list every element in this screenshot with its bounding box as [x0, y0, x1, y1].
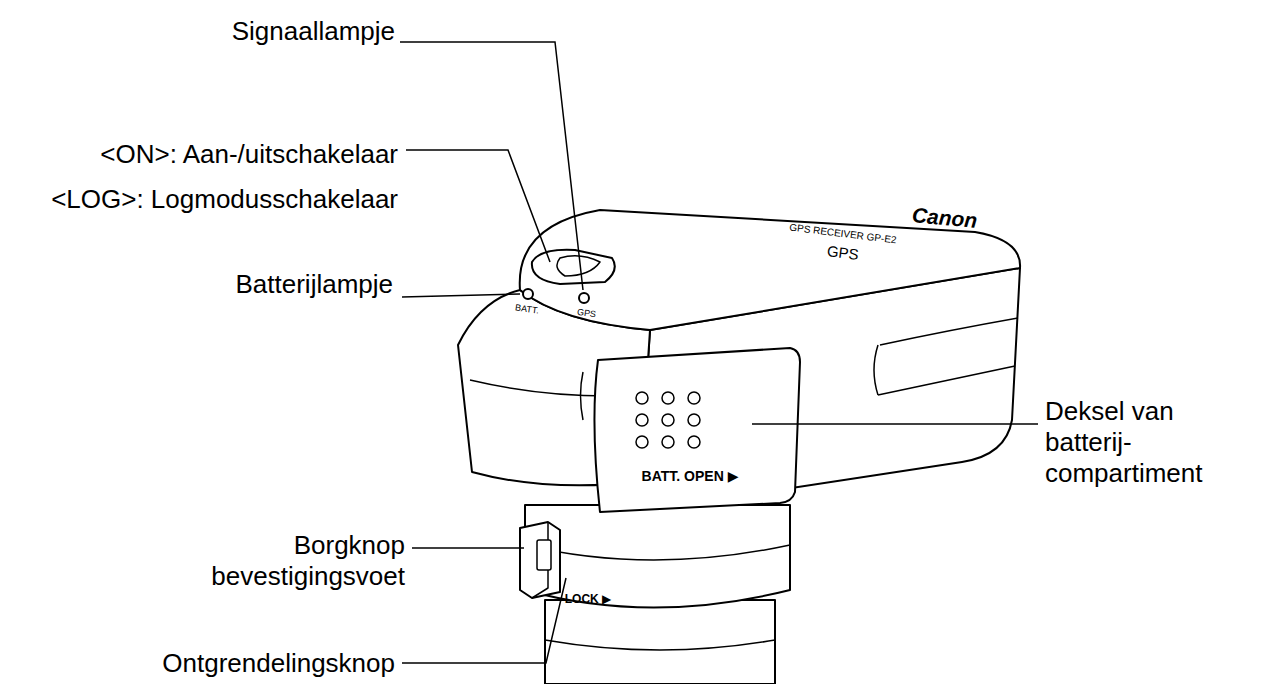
part-label: Borgknop bevestigingsvoet	[190, 530, 405, 592]
mounting-foot	[545, 600, 775, 684]
battery-cover	[594, 348, 800, 512]
lock-knob	[520, 522, 560, 598]
part-label: Deksel van batterij- compartiment	[1045, 396, 1235, 490]
lamp-label: GPS	[577, 307, 597, 320]
cover-dot	[636, 436, 648, 448]
cover-dot	[662, 392, 674, 404]
model-text: GPS RECEIVER GP-E2	[789, 221, 897, 246]
device-text: GPS	[826, 242, 860, 264]
brand-logo: Canon	[911, 202, 978, 233]
cover-dot	[636, 414, 648, 426]
switch-lever	[557, 256, 600, 276]
leader-lines	[400, 42, 1038, 663]
part-label: Ontgrendelingsknop	[162, 648, 395, 679]
foot-collar	[525, 505, 790, 608]
cover-dot	[688, 414, 700, 426]
lamp-label: BATT.	[514, 302, 539, 316]
lock-marking: LOCK ▶	[565, 592, 612, 606]
cover-dot	[662, 436, 674, 448]
cover-dot	[662, 414, 674, 426]
power-log-switch	[532, 250, 615, 284]
part-label: <ON>: Aan-/uitschakelaar	[100, 139, 398, 170]
cover-dot	[688, 392, 700, 404]
release-button	[537, 540, 551, 570]
part-label: <LOG>: Logmodusschakelaar	[51, 184, 398, 215]
battery-lamp	[523, 289, 533, 299]
cover-dot	[688, 436, 700, 448]
cover-dot	[636, 392, 648, 404]
signal-lamp	[579, 293, 589, 303]
cover-marking: BATT. OPEN ▶	[642, 468, 739, 485]
part-label: Signaallampje	[232, 16, 395, 47]
part-label: Batterijlampje	[235, 269, 393, 300]
